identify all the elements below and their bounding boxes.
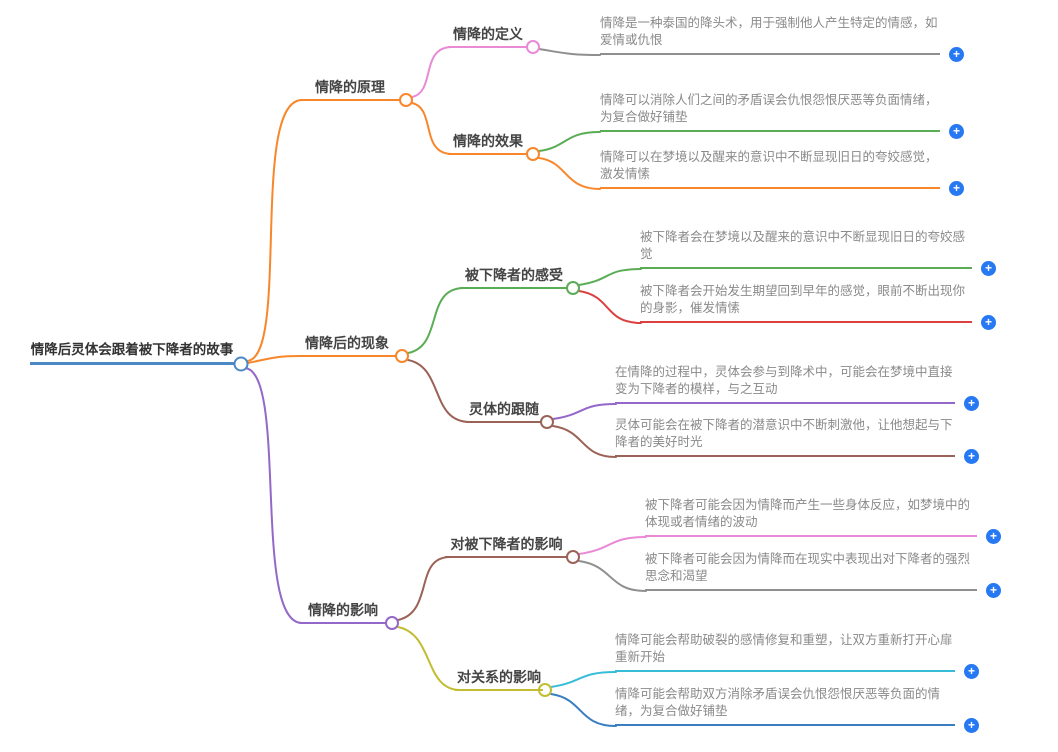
link-principle-definition bbox=[411, 46, 453, 98]
branch-node-influence[interactable]: 情降的影响 bbox=[300, 601, 386, 624]
subtopic-node-feelings[interactable]: 被下降者的感受 bbox=[460, 266, 568, 289]
branch-label: 情降后的现象 bbox=[305, 335, 389, 351]
root-node-handle[interactable] bbox=[233, 356, 249, 372]
target-node-handle[interactable] bbox=[566, 550, 580, 564]
add-node-button[interactable]: + bbox=[949, 47, 964, 62]
principle-node-handle[interactable] bbox=[399, 93, 413, 107]
root-node[interactable]: 情降后灵体会跟着被下降者的故事 bbox=[30, 340, 234, 365]
leaf-text: 被下降者会开始发生期望回到早年的感觉，眼前不断出现你的身影，催发情愫 bbox=[640, 284, 966, 315]
link-relation-leaf1 bbox=[550, 671, 617, 688]
leaf-text: 在情降的过程中，灵体会参与到降术中，可能会在梦境中直接变为下降者的模样，与之互动 bbox=[615, 365, 953, 396]
link-root-principle bbox=[246, 99, 303, 362]
effect-node-handle[interactable] bbox=[526, 147, 540, 161]
subtopic-node-spirit[interactable]: 灵体的跟随 bbox=[466, 400, 542, 423]
add-node-button[interactable]: + bbox=[964, 718, 979, 733]
add-node-button[interactable]: + bbox=[949, 124, 964, 139]
subtopic-label: 被下降者的感受 bbox=[465, 267, 563, 283]
leaf-node[interactable]: 被下降者可能会因为情降而在现实中表现出对下降者的强烈思念和渴望 + bbox=[645, 551, 1001, 598]
add-node-button[interactable]: + bbox=[949, 181, 964, 196]
add-node-button[interactable]: + bbox=[981, 261, 996, 276]
link-influence-target bbox=[397, 556, 451, 621]
leaf-node[interactable]: 灵体可能会在被下降者的潜意识中不断刺激他，让他想起与下降者的美好时光 + bbox=[615, 417, 979, 464]
link-relation-leaf2 bbox=[550, 693, 617, 727]
subtopic-node-effect[interactable]: 情降的效果 bbox=[448, 132, 528, 155]
leaf-node[interactable]: 情降可以在梦境以及醒来的意识中不断显现旧日的夸姣感觉，激发情愫 + bbox=[600, 149, 964, 196]
link-feelings-leaf1 bbox=[578, 268, 642, 286]
leaf-node[interactable]: 在情降的过程中，灵体会参与到降术中，可能会在梦境中直接变为下降者的模样，与之互动… bbox=[615, 364, 979, 411]
leaf-node[interactable]: 被下降者可能会因为情降而产生一些身体反应，如梦境中的体现或者情绪的波动 + bbox=[645, 497, 1001, 544]
leaf-text: 被下降者会在梦境以及醒来的意识中不断显现旧日的夸姣感觉 bbox=[640, 230, 966, 261]
link-target-leaf1 bbox=[578, 536, 647, 555]
leaf-text: 情降可能会帮助双方消除矛盾误会仇恨怨恨厌恶等负面的情绪，为复合做好铺垫 bbox=[615, 687, 941, 718]
feelings-node-handle[interactable] bbox=[566, 281, 580, 295]
definition-node-handle[interactable] bbox=[526, 40, 540, 54]
subtopic-node-target[interactable]: 对被下降者的影响 bbox=[445, 535, 568, 558]
subtopic-label: 对关系的影响 bbox=[457, 669, 541, 685]
subtopic-node-relation[interactable]: 对关系的影响 bbox=[455, 668, 543, 691]
add-node-button[interactable]: + bbox=[964, 449, 979, 464]
link-root-influence bbox=[244, 367, 303, 624]
leaf-node[interactable]: 情降可能会帮助破裂的感情修复和重塑，让双方重新打开心扉重新开始 + bbox=[615, 632, 979, 679]
link-principle-effect bbox=[411, 102, 453, 155]
leaf-text: 情降是一种泰国的降头术，用于强制他人产生特定的情感，如爱情或仇恨 bbox=[600, 16, 938, 47]
leaf-text: 被下降者可能会因为情降而在现实中表现出对下降者的强烈思念和渴望 bbox=[645, 552, 971, 583]
branch-node-principle[interactable]: 情降的原理 bbox=[300, 78, 400, 101]
subtopic-label: 灵体的跟随 bbox=[469, 401, 539, 417]
leaf-text: 情降可以在梦境以及醒来的意识中不断显现旧日的夸姣感觉，激发情愫 bbox=[600, 150, 938, 181]
add-node-button[interactable]: + bbox=[986, 583, 1001, 598]
subtopic-node-definition[interactable]: 情降的定义 bbox=[448, 25, 528, 48]
link-feelings-leaf2 bbox=[578, 290, 642, 324]
leaf-text: 情降可以消除人们之间的矛盾误会仇恨怨恨厌恶等负面情绪，为复合做好铺垫 bbox=[600, 93, 938, 124]
leaf-text: 灵体可能会在被下降者的潜意识中不断刺激他，让他想起与下降者的美好时光 bbox=[615, 418, 953, 449]
link-definition-leaf1 bbox=[538, 48, 601, 56]
link-spirit-leaf2 bbox=[552, 425, 617, 458]
add-node-button[interactable]: + bbox=[981, 315, 996, 330]
leaf-node[interactable]: 情降可以消除人们之间的矛盾误会仇恨怨恨厌恶等负面情绪，为复合做好铺垫 + bbox=[600, 92, 964, 139]
leaf-text: 被下降者可能会因为情降而产生一些身体反应，如梦境中的体现或者情绪的波动 bbox=[645, 498, 971, 529]
influence-node-handle[interactable] bbox=[385, 616, 399, 630]
link-phenomena-feelings bbox=[407, 287, 465, 354]
link-root-phenomena bbox=[247, 355, 301, 364]
branch-node-phenomena[interactable]: 情降后的现象 bbox=[298, 334, 396, 357]
root-label: 情降后灵体会跟着被下降者的故事 bbox=[30, 342, 234, 357]
leaf-node[interactable]: 情降可能会帮助双方消除矛盾误会仇恨怨恨厌恶等负面的情绪，为复合做好铺垫 + bbox=[615, 686, 979, 733]
leaf-node[interactable]: 被下降者会开始发生期望回到早年的感觉，眼前不断出现你的身影，催发情愫 + bbox=[640, 283, 996, 330]
link-effect-leaf1 bbox=[538, 131, 601, 152]
link-influence-relation bbox=[397, 626, 461, 691]
add-node-button[interactable]: + bbox=[964, 664, 979, 679]
spirit-node-handle[interactable] bbox=[540, 415, 554, 429]
link-spirit-leaf1 bbox=[552, 403, 617, 420]
subtopic-label: 对被下降者的影响 bbox=[450, 536, 563, 552]
add-node-button[interactable]: + bbox=[964, 396, 979, 411]
leaf-node[interactable]: 被下降者会在梦境以及醒来的意识中不断显现旧日的夸姣感觉 + bbox=[640, 229, 996, 276]
branch-label: 情降的原理 bbox=[315, 79, 385, 95]
phenomena-node-handle[interactable] bbox=[395, 349, 409, 363]
leaf-node[interactable]: 情降是一种泰国的降头术，用于强制他人产生特定的情感，如爱情或仇恨 + bbox=[600, 15, 964, 62]
link-phenomena-spirit bbox=[407, 359, 471, 423]
add-node-button[interactable]: + bbox=[986, 529, 1001, 544]
leaf-text: 情降可能会帮助破裂的感情修复和重塑，让双方重新打开心扉重新开始 bbox=[615, 633, 953, 664]
link-target-leaf2 bbox=[578, 560, 647, 592]
subtopic-label: 情降的定义 bbox=[453, 26, 523, 42]
branch-label: 情降的影响 bbox=[308, 602, 378, 618]
subtopic-label: 情降的效果 bbox=[453, 133, 523, 149]
link-effect-leaf2 bbox=[538, 157, 601, 190]
